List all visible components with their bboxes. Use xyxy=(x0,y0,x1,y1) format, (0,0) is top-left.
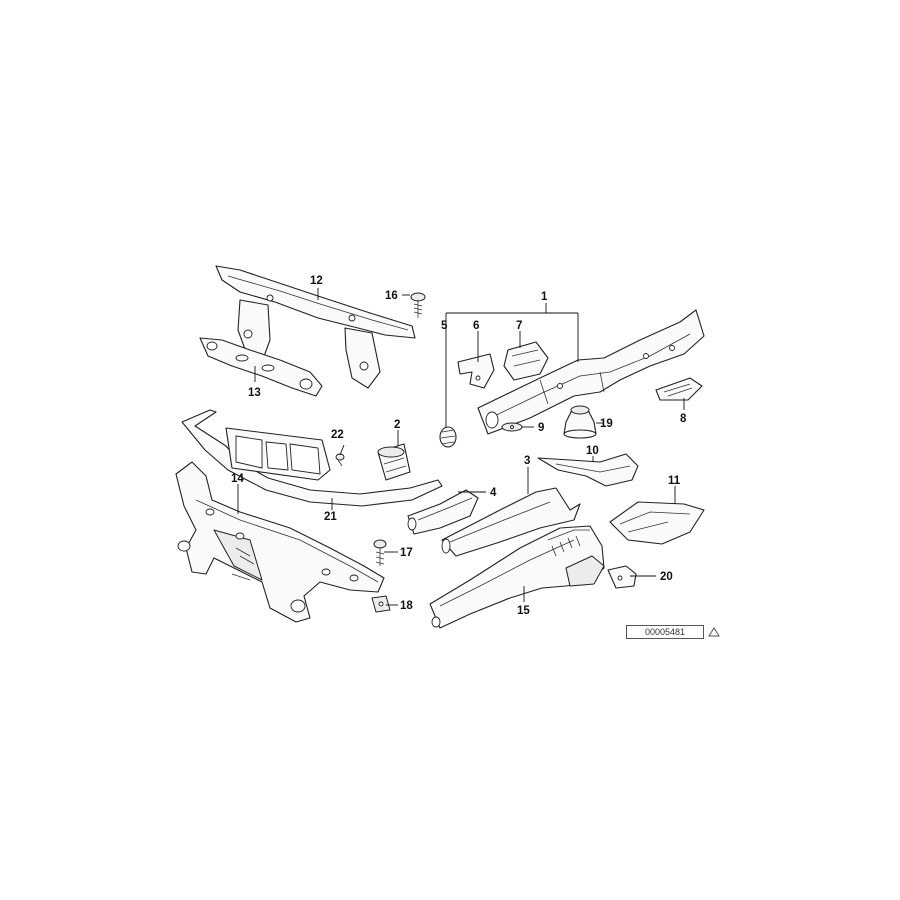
callout-11: 11 xyxy=(668,475,681,487)
part-7-mount[interactable] xyxy=(503,341,549,381)
reference-code: 00005481 xyxy=(626,625,704,639)
callout-3: 3 xyxy=(524,455,530,467)
part-6-bracket[interactable] xyxy=(457,353,495,389)
part-3-longitudinal-member[interactable] xyxy=(441,487,581,557)
callout-8: 8 xyxy=(680,413,687,425)
part-13-seal-strip[interactable] xyxy=(199,337,323,397)
part-11-floor-section[interactable] xyxy=(609,501,705,545)
part-10-wheelhouse-bracket[interactable] xyxy=(537,453,639,487)
part-20-bracket[interactable] xyxy=(607,565,637,589)
part-19-rubber-mount[interactable] xyxy=(563,405,597,439)
callout-19: 19 xyxy=(600,418,613,430)
callout-9: 9 xyxy=(538,422,544,434)
callout-15: 15 xyxy=(517,605,530,617)
callout-21: 21 xyxy=(324,511,337,523)
callout-10: 10 xyxy=(586,445,599,457)
part-14-front-panel[interactable] xyxy=(175,461,385,623)
part-22-clip[interactable] xyxy=(335,453,345,467)
callout-5: 5 xyxy=(441,320,448,332)
callout-14: 14 xyxy=(231,473,244,485)
part-2-buffer[interactable] xyxy=(377,443,411,481)
callout-16: 16 xyxy=(385,290,398,302)
part-8-plate[interactable] xyxy=(655,377,703,401)
part-17-bolt[interactable] xyxy=(373,539,387,566)
callout-2: 2 xyxy=(394,419,400,431)
part-1-engine-support[interactable] xyxy=(477,309,705,435)
part-5-bellows[interactable] xyxy=(439,426,457,448)
callout-1: 1 xyxy=(541,291,548,303)
callout-6: 6 xyxy=(473,320,479,332)
callout-22: 22 xyxy=(331,429,344,441)
callout-labels: 1 2 3 4 5 6 7 8 9 10 11 12 13 14 15 16 1… xyxy=(231,275,687,617)
callout-20: 20 xyxy=(660,571,673,583)
callout-18: 18 xyxy=(400,600,413,612)
part-15-lower-longitudinal[interactable] xyxy=(429,525,605,629)
part-16-screw[interactable] xyxy=(410,292,426,318)
callout-13: 13 xyxy=(248,387,261,399)
triangle-icon xyxy=(708,627,720,637)
callout-12: 12 xyxy=(310,275,323,287)
callout-7: 7 xyxy=(516,320,522,332)
part-21-front-trim[interactable] xyxy=(181,409,443,507)
part-4-longitudinal-front[interactable] xyxy=(407,489,479,535)
leader-lines xyxy=(237,288,685,606)
callout-4: 4 xyxy=(490,487,497,499)
part-9-washer[interactable] xyxy=(501,422,523,432)
part-18-bracket-nut[interactable] xyxy=(371,595,391,613)
callout-17: 17 xyxy=(400,547,413,559)
